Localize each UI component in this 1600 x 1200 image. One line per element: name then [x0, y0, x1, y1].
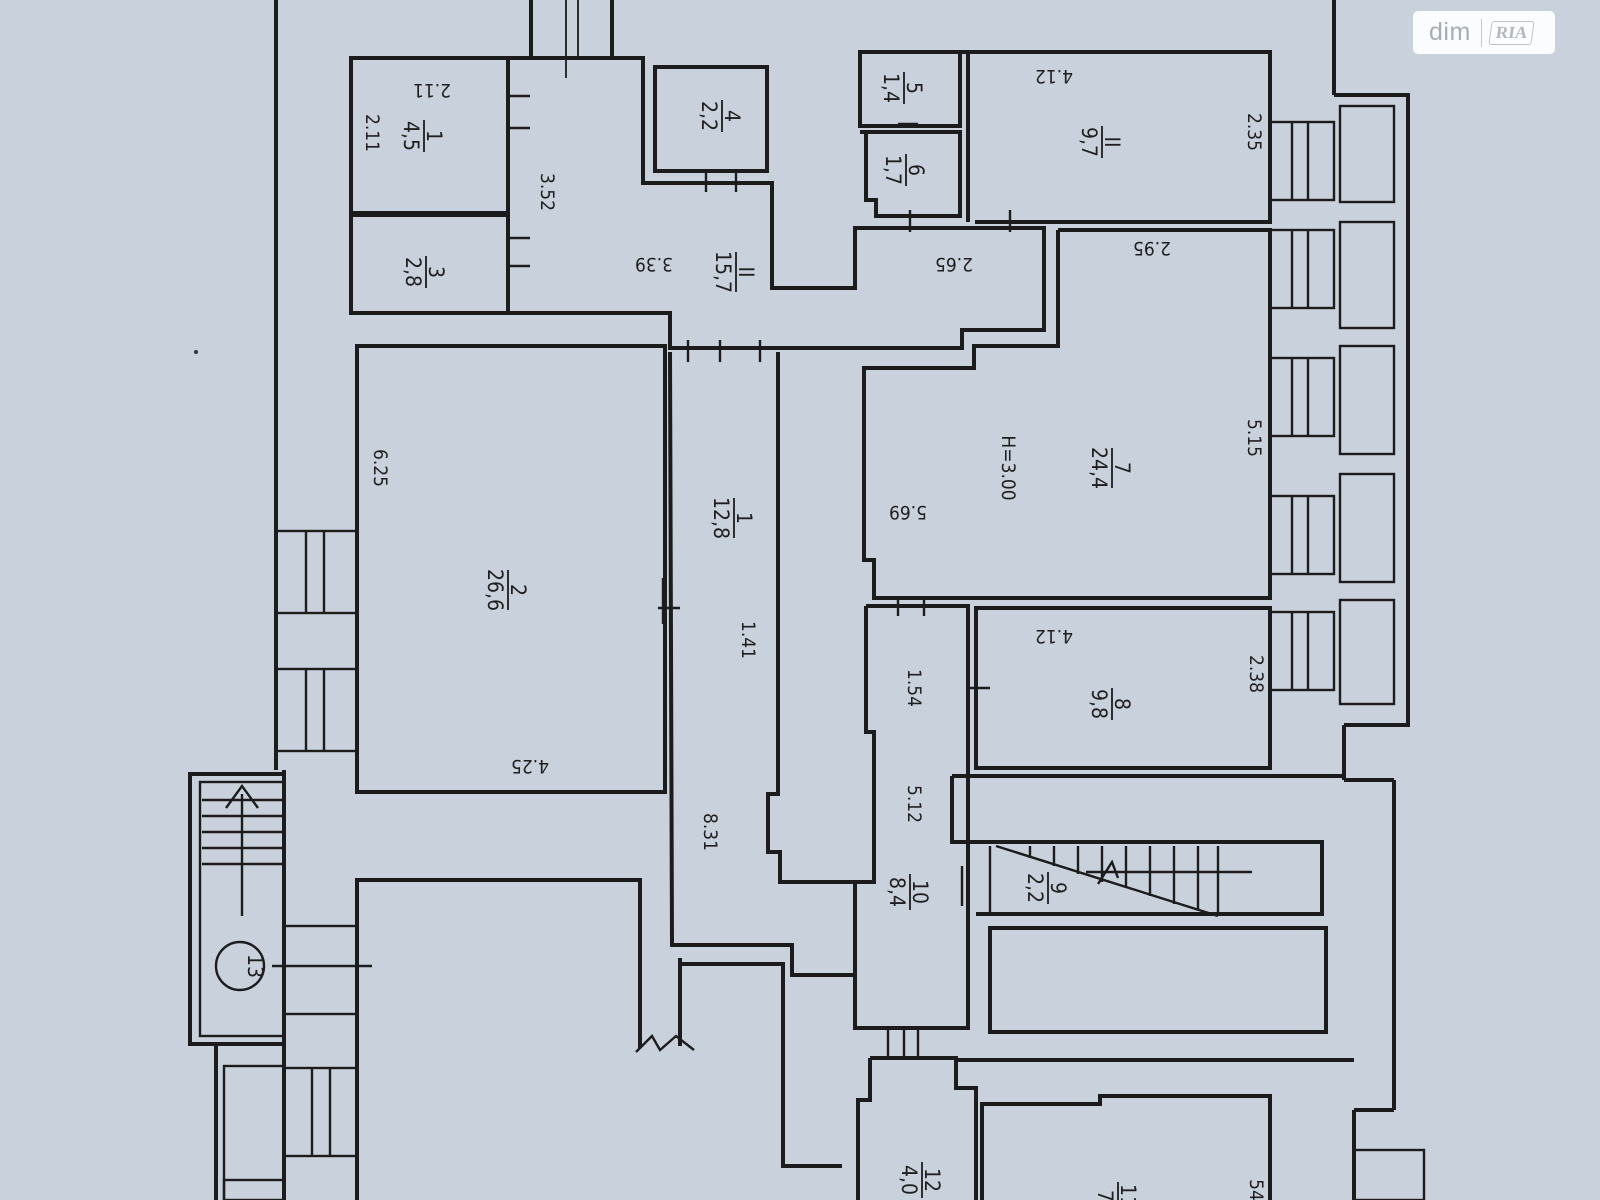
room-area: 7	[1093, 1190, 1117, 1200]
room-number: 12	[920, 1168, 944, 1192]
room-area: 2,8	[401, 257, 425, 287]
watermark-separator	[1480, 18, 1482, 47]
door-ticks	[272, 94, 1012, 1060]
room-number: 6	[904, 164, 928, 176]
stray-dot	[194, 350, 198, 354]
dimension-label: 3.39	[635, 253, 673, 275]
room-area: 12,8	[709, 497, 733, 539]
dimension-label: 5.12	[903, 785, 925, 823]
room-area: 8,4	[885, 877, 909, 907]
room-area: 1,7	[881, 155, 905, 185]
room-number: 7	[1110, 462, 1134, 474]
dimension-label: 1.41	[737, 621, 759, 659]
room-area: 9,7	[1077, 127, 1101, 157]
room-labels: 1 4,5 3 2,8 4 2,2 II 15,7 5 1,4 6 1,7	[399, 72, 1140, 1200]
dimension-label: 2.11	[361, 114, 383, 152]
dimension-label: 54	[1245, 1179, 1267, 1200]
dimension-label: 4.25	[511, 755, 549, 777]
room-number: 3	[424, 266, 448, 278]
room-number: 5	[902, 82, 926, 94]
room-number: 10	[908, 880, 932, 904]
dimension-label: 2.38	[1245, 655, 1267, 693]
room-area: 4,0	[897, 1165, 921, 1195]
stair-room-9	[995, 844, 1252, 918]
room-area: 4,5	[399, 121, 423, 151]
dimension-label: 2.65	[935, 253, 973, 275]
room-area: 26,6	[483, 569, 507, 611]
dimension-label: 5.15	[1243, 419, 1265, 457]
entrance-marker-circle	[214, 940, 266, 992]
entrance-stair	[202, 783, 282, 992]
room-number: 9	[1046, 882, 1070, 894]
dimension-label: 4.12	[1035, 65, 1073, 87]
room-area: 2,2	[1023, 873, 1047, 903]
room-number: 4	[720, 110, 744, 122]
room-number: 1	[732, 512, 756, 524]
room-area: 9,8	[1087, 689, 1111, 719]
watermark-sub: RIA	[1488, 20, 1535, 45]
dimension-labels: 2.11 2.11 3.52 3.39 2.65 2.95 4.12 2.35 …	[361, 65, 1267, 1200]
room-number: 11	[1116, 1184, 1140, 1200]
room-area: 24,4	[1087, 447, 1111, 489]
dimension-label: 3.52	[536, 173, 558, 211]
dim-ria-watermark: dim RIA	[1413, 11, 1555, 54]
dimension-label: 2.95	[1133, 237, 1171, 259]
dimension-label: H=3.00	[997, 435, 1019, 500]
dimension-label: 2.35	[1243, 113, 1265, 151]
room-number: 8	[1110, 698, 1134, 710]
room-number: 2	[506, 584, 530, 596]
dimension-label: 1.54	[903, 669, 925, 707]
windows	[274, 93, 1426, 1200]
room-area: 1,4	[879, 73, 903, 103]
dimension-label: 2.11	[413, 79, 451, 101]
room-number: II	[1100, 136, 1124, 147]
dimension-label: 6.25	[369, 449, 391, 487]
room-number: 1	[422, 130, 446, 142]
dimension-label: 8.31	[699, 813, 721, 851]
entrance-marker-number: 13	[243, 954, 267, 978]
dimension-label: 4.12	[1035, 625, 1073, 647]
room-area: 15,7	[711, 251, 735, 293]
room-area: 2,2	[697, 101, 721, 131]
dimension-label: 5.69	[889, 501, 927, 523]
building-walls	[188, 0, 1396, 1200]
watermark-brand: dim	[1429, 18, 1471, 46]
room-number: II	[734, 266, 758, 277]
